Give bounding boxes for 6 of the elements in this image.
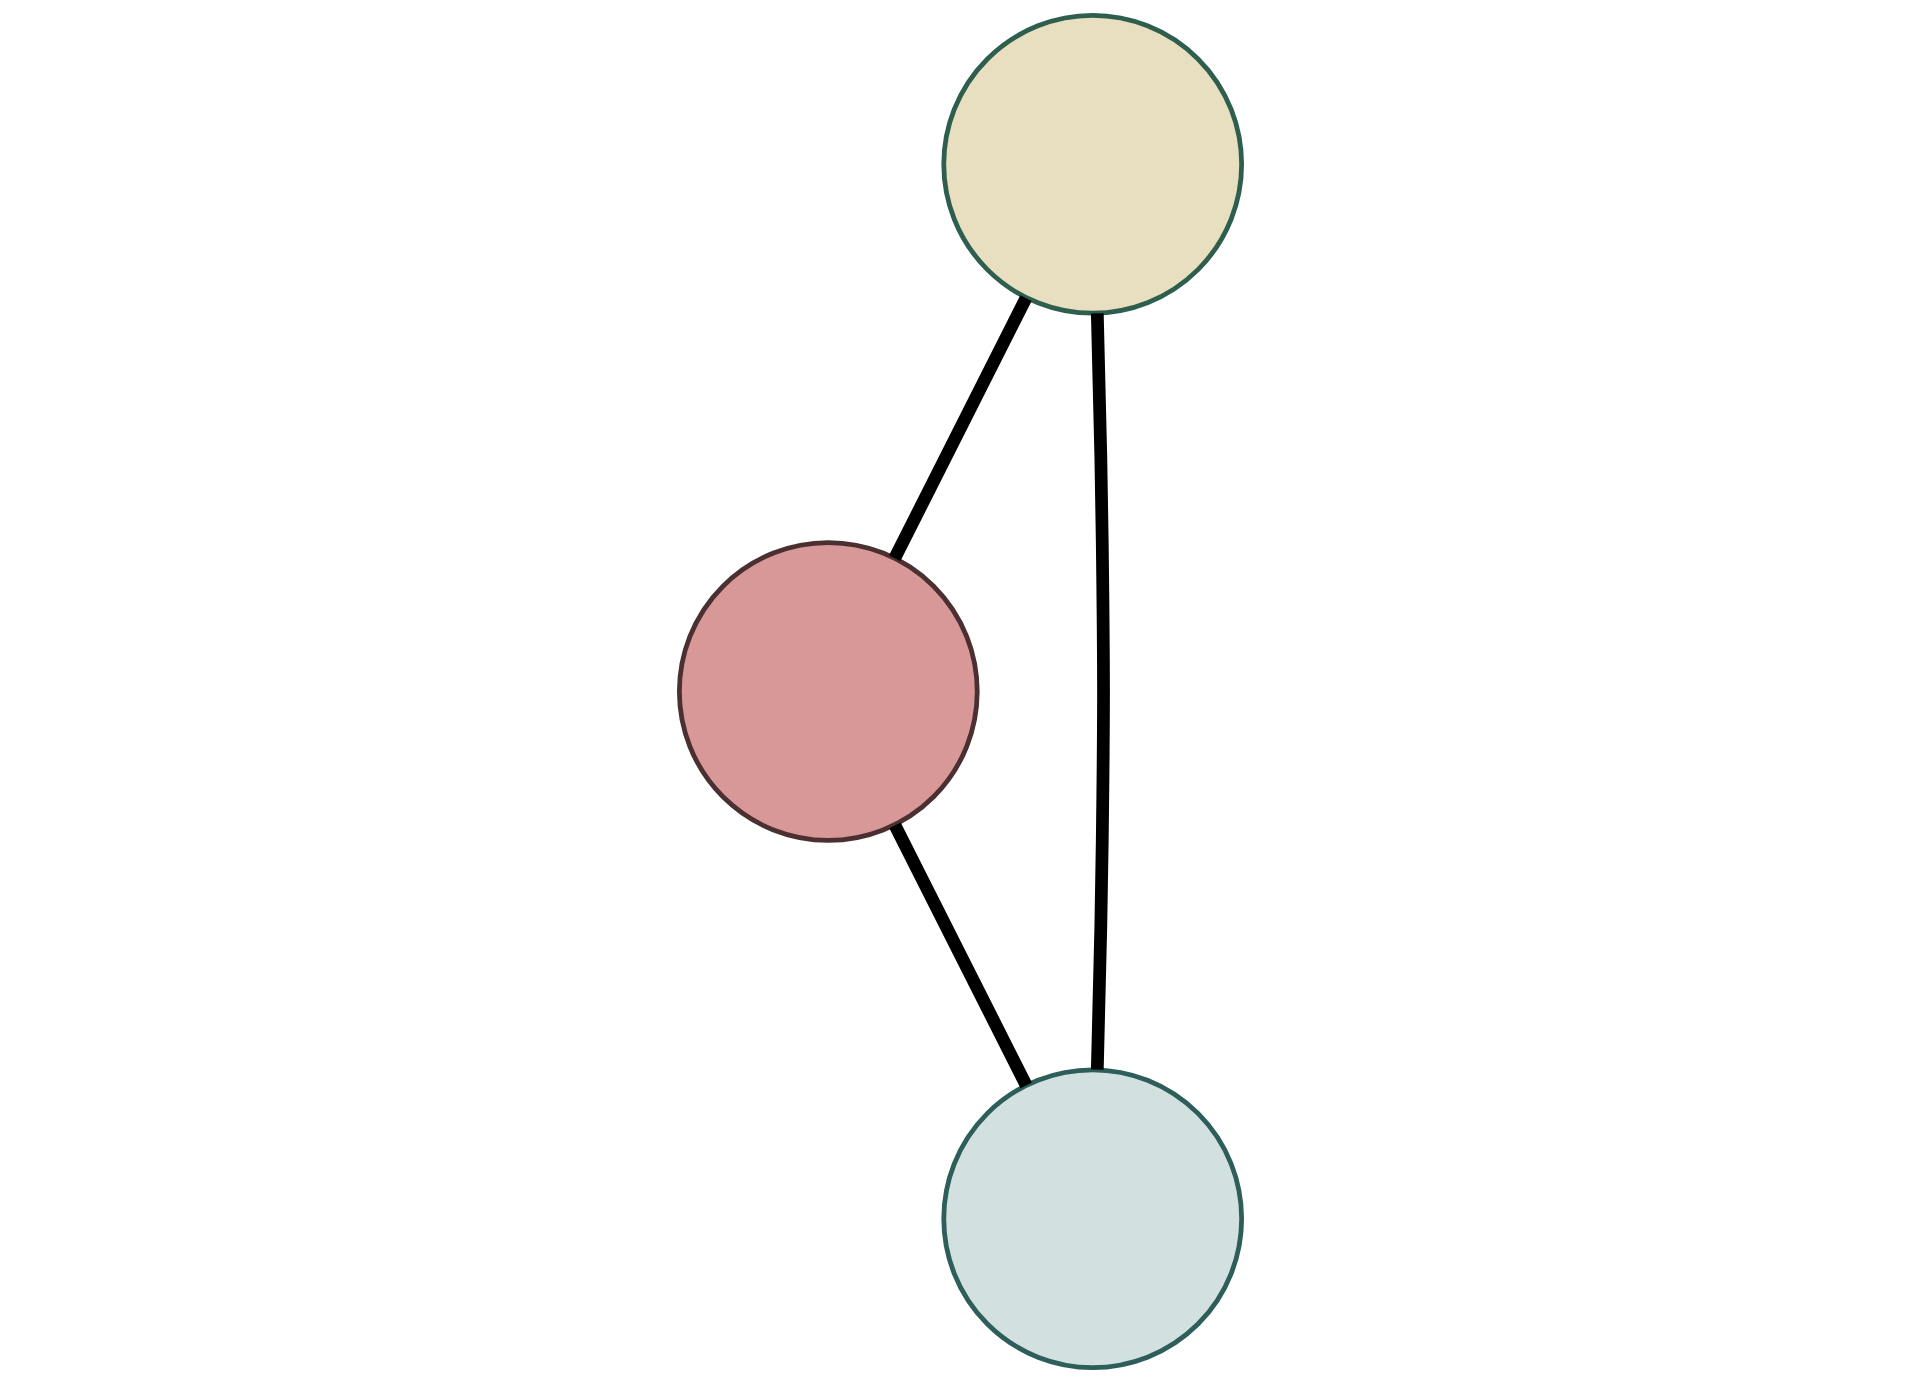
node-circle: [676, 540, 980, 843]
connector: [888, 295, 1032, 562]
node-circle: [940, 1067, 1244, 1371]
node-circle: [940, 12, 1244, 316]
connector: [1090, 313, 1110, 1070]
connector: [888, 822, 1032, 1089]
